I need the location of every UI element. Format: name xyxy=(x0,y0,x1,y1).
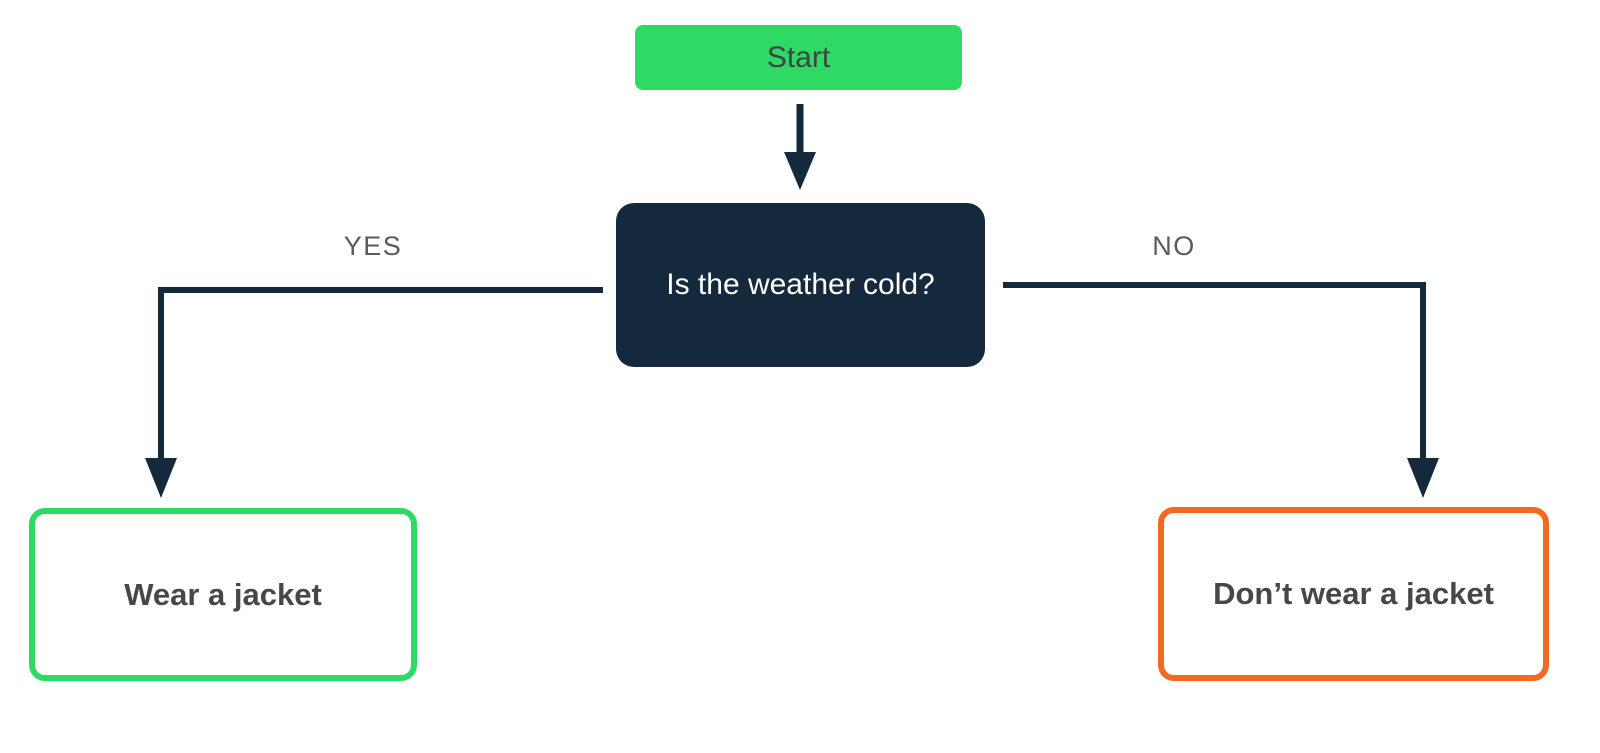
node-decision-label: Is the weather cold? xyxy=(666,268,935,301)
arrow-decision-to-yes xyxy=(145,287,603,498)
arrow-start-to-decision xyxy=(784,104,816,190)
edge-label-no: NO xyxy=(1152,231,1196,261)
arrow-decision-to-no xyxy=(1003,282,1439,498)
node-start-label: Start xyxy=(766,40,831,74)
node-outcome-wear-jacket: Wear a jacket xyxy=(29,508,417,681)
node-outcome-dont-wear-jacket: Don’t wear a jacket xyxy=(1158,507,1549,681)
node-outcome-dont-wear-jacket-label: Don’t wear a jacket xyxy=(1213,576,1494,611)
node-outcome-wear-jacket-label: Wear a jacket xyxy=(124,576,322,612)
edge-label-yes: YES xyxy=(343,231,403,261)
node-decision: Is the weather cold? xyxy=(616,203,985,367)
node-start: Start xyxy=(635,25,962,90)
